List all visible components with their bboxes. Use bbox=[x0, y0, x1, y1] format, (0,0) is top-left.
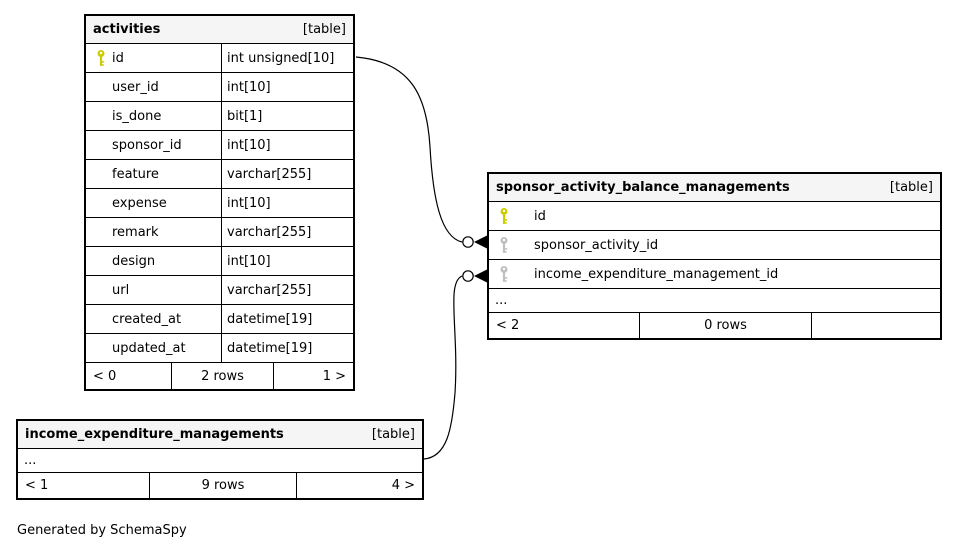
footer-row-count: 2 rows bbox=[171, 363, 274, 389]
column-name: expense bbox=[112, 195, 167, 211]
zero-or-one-circle-icon bbox=[462, 236, 474, 248]
column-type: varchar[255] bbox=[227, 224, 312, 240]
column-name: user_id bbox=[112, 79, 159, 95]
crows-foot-icon bbox=[474, 235, 487, 249]
table-type-badge: [table] bbox=[889, 180, 933, 195]
hidden-columns-ellipsis: ... bbox=[18, 449, 422, 473]
table-footer: < 0 2 rows 1 > bbox=[86, 363, 353, 389]
table-row: sponsor_activity_id bbox=[489, 231, 940, 260]
column-name: updated_at bbox=[112, 340, 186, 356]
footer-implied-parents: < 1 bbox=[25, 478, 49, 493]
zero-or-one-circle-icon bbox=[462, 270, 474, 282]
table-row: url varchar[255] bbox=[86, 276, 353, 305]
column-name: remark bbox=[112, 224, 159, 240]
column-name-cell: updated_at bbox=[86, 334, 222, 362]
column-name-cell: feature bbox=[86, 160, 222, 188]
column-name: url bbox=[112, 282, 130, 298]
column-name-cell: user_id bbox=[86, 73, 222, 101]
column-name: design bbox=[112, 253, 156, 269]
primary-key-icon bbox=[96, 50, 106, 67]
table-header: income_expenditure_managements [table] bbox=[18, 421, 422, 449]
column-type: datetime[19] bbox=[227, 311, 313, 327]
table-header: sponsor_activity_balance_managements [ta… bbox=[489, 174, 940, 202]
column-type: varchar[255] bbox=[227, 166, 312, 182]
table-sponsor-activity-balance-managements[interactable]: sponsor_activity_balance_managements [ta… bbox=[487, 172, 942, 340]
column-type: int[10] bbox=[227, 137, 271, 153]
table-row: user_id int[10] bbox=[86, 73, 353, 102]
footer-implied-parents: < 0 bbox=[93, 368, 117, 384]
column-name-cell: is_done bbox=[86, 102, 222, 130]
table-row: remark varchar[255] bbox=[86, 218, 353, 247]
column-name-cell: expense bbox=[86, 189, 222, 217]
column-name-cell: url bbox=[86, 276, 222, 304]
column-name: created_at bbox=[112, 311, 182, 327]
column-name: is_done bbox=[112, 108, 162, 124]
table-row: income_expenditure_management_id bbox=[489, 260, 940, 289]
table-row: sponsor_id int[10] bbox=[86, 131, 353, 160]
footer-implied-children: 1 > bbox=[322, 368, 346, 384]
primary-key-icon bbox=[499, 208, 509, 225]
table-row: updated_at datetime[19] bbox=[86, 334, 353, 363]
footer-row-count: 9 rows bbox=[149, 473, 297, 498]
column-name: sponsor_activity_id bbox=[534, 237, 659, 253]
table-row: is_done bit[1] bbox=[86, 102, 353, 131]
footer-row-count: 0 rows bbox=[639, 313, 812, 338]
table-activities[interactable]: activities [table] id int unsigned[10] u… bbox=[84, 14, 355, 391]
column-name-cell: created_at bbox=[86, 305, 222, 333]
table-row: feature varchar[255] bbox=[86, 160, 353, 189]
table-footer: < 2 0 rows bbox=[489, 313, 940, 338]
footer-implied-children: 4 > bbox=[391, 478, 415, 493]
column-type: datetime[19] bbox=[227, 340, 313, 356]
column-name-cell: sponsor_id bbox=[86, 131, 222, 159]
footer-implied-children bbox=[812, 313, 940, 338]
column-type: int[10] bbox=[227, 79, 271, 95]
column-name-cell: remark bbox=[86, 218, 222, 246]
column-type: int unsigned[10] bbox=[227, 50, 335, 66]
table-row: id bbox=[489, 202, 940, 231]
table-row: created_at datetime[19] bbox=[86, 305, 353, 334]
table-footer: < 1 9 rows 4 > bbox=[18, 473, 422, 498]
column-name-cell: id bbox=[86, 44, 222, 72]
table-row: id int unsigned[10] bbox=[86, 44, 353, 73]
column-type: int[10] bbox=[227, 253, 271, 269]
table-type-badge: [table] bbox=[302, 22, 346, 37]
column-type: int[10] bbox=[227, 195, 271, 211]
foreign-key-icon bbox=[499, 266, 509, 283]
column-name: income_expenditure_management_id bbox=[534, 266, 779, 282]
foreign-key-icon bbox=[499, 237, 509, 254]
column-type: varchar[255] bbox=[227, 282, 312, 298]
relationship-activities-to-sponsor bbox=[355, 56, 463, 243]
column-type: bit[1] bbox=[227, 108, 263, 124]
relationship-income-to-sponsor bbox=[423, 275, 463, 460]
hidden-columns-ellipsis: ... bbox=[489, 289, 940, 313]
column-name: feature bbox=[112, 166, 159, 182]
column-name: id bbox=[534, 208, 546, 224]
table-name[interactable]: activities bbox=[93, 22, 161, 37]
table-name[interactable]: sponsor_activity_balance_managements bbox=[496, 180, 790, 195]
table-type-badge: [table] bbox=[371, 427, 415, 442]
table-header: activities [table] bbox=[86, 16, 353, 44]
footer-implied-parents: < 2 bbox=[496, 318, 520, 333]
generated-by-note: Generated by SchemaSpy bbox=[17, 523, 187, 538]
crows-foot-icon bbox=[474, 269, 487, 283]
column-name-cell: design bbox=[86, 247, 222, 275]
table-row: expense int[10] bbox=[86, 189, 353, 218]
column-name: id bbox=[112, 50, 124, 66]
table-row: design int[10] bbox=[86, 247, 353, 276]
table-name[interactable]: income_expenditure_managements bbox=[25, 427, 284, 442]
table-income-expenditure-managements[interactable]: income_expenditure_managements [table] .… bbox=[16, 419, 424, 500]
column-name: sponsor_id bbox=[112, 137, 182, 153]
